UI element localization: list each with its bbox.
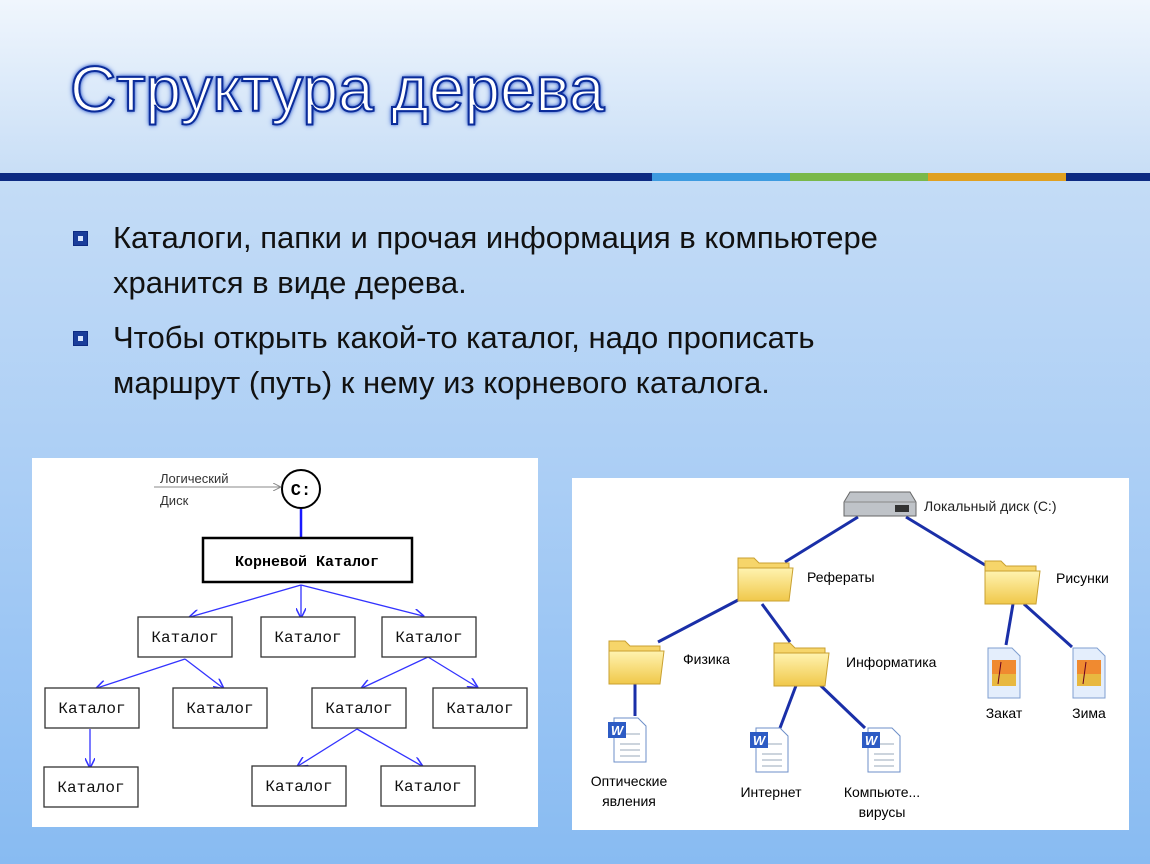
logical-disk-label: Диск bbox=[160, 493, 189, 508]
svg-text:Закат: Закат bbox=[986, 705, 1023, 721]
folder-label: Физика bbox=[683, 651, 730, 667]
catalog-node bbox=[380, 765, 476, 807]
catalog-node bbox=[381, 616, 477, 658]
folder-icon bbox=[984, 560, 1041, 605]
catalog-node bbox=[172, 687, 268, 729]
word-document-icon bbox=[607, 717, 647, 763]
svg-text:Оптические: Оптические bbox=[591, 773, 668, 789]
svg-text:явления: явления bbox=[602, 793, 656, 809]
catalog-node bbox=[260, 616, 356, 658]
disk-label: Локальный диск (C:) bbox=[924, 498, 1057, 514]
tree-edges bbox=[90, 584, 477, 767]
slide-header bbox=[0, 0, 1150, 174]
catalog-label: Каталог bbox=[446, 700, 513, 718]
catalog-node bbox=[311, 687, 407, 729]
tree-edges bbox=[633, 515, 1074, 730]
catalog-label: Каталог bbox=[57, 779, 124, 797]
catalog-node bbox=[137, 616, 233, 658]
catalog-node bbox=[251, 765, 347, 807]
svg-text:Корневой Каталог: Корневой Каталог bbox=[235, 554, 379, 571]
image-file-icon bbox=[987, 647, 1021, 699]
image-file-icon bbox=[1072, 647, 1106, 699]
directory-tree-diagram: Логический Диск C: Корневой Каталог Ката… bbox=[32, 458, 538, 827]
folder-label: Информатика bbox=[846, 654, 937, 670]
catalog-label: Каталог bbox=[395, 629, 462, 647]
catalog-label: Каталог bbox=[394, 778, 461, 796]
folder-label: Рефераты bbox=[807, 569, 875, 585]
folder-icon bbox=[773, 642, 830, 687]
slide-title: Структура дерева bbox=[69, 52, 605, 126]
bullet-icon bbox=[73, 331, 88, 346]
catalog-label: Каталог bbox=[325, 700, 392, 718]
explorer-tree-diagram: W Локальный диск (C:) Рефераты Рисунки Ф… bbox=[572, 478, 1129, 830]
catalog-label: Каталог bbox=[151, 629, 218, 647]
catalog-label: Каталог bbox=[186, 700, 253, 718]
catalog-label: Каталог bbox=[274, 629, 341, 647]
svg-text:Компьюте...: Компьюте... bbox=[844, 784, 920, 800]
catalog-node bbox=[43, 766, 139, 808]
word-document-icon bbox=[749, 727, 789, 773]
catalog-label: Каталог bbox=[265, 778, 332, 796]
drive-node bbox=[281, 469, 321, 509]
bullet-text-1: Каталоги, папки и прочая информация в ко… bbox=[113, 220, 878, 300]
catalog-node bbox=[44, 687, 140, 729]
logical-disk-label: Логический bbox=[160, 471, 228, 486]
catalog-node bbox=[432, 687, 528, 729]
svg-text:Зима: Зима bbox=[1072, 705, 1106, 721]
folder-icon bbox=[737, 557, 794, 602]
folder-icon bbox=[608, 640, 665, 685]
word-document-icon bbox=[861, 727, 901, 773]
svg-text:Интернет: Интернет bbox=[740, 784, 802, 800]
folder-label: Рисунки bbox=[1056, 570, 1109, 586]
root-catalog-node bbox=[201, 536, 414, 584]
svg-text:C:: C: bbox=[291, 482, 311, 501]
catalog-label: Каталог bbox=[58, 700, 125, 718]
bullet-text-2: Чтобы открыть какой-то каталог, надо про… bbox=[113, 320, 815, 400]
hard-disk-icon bbox=[843, 491, 917, 517]
bullet-icon bbox=[73, 231, 88, 246]
accent-bar bbox=[0, 173, 1150, 181]
svg-text:вирусы: вирусы bbox=[859, 804, 906, 820]
